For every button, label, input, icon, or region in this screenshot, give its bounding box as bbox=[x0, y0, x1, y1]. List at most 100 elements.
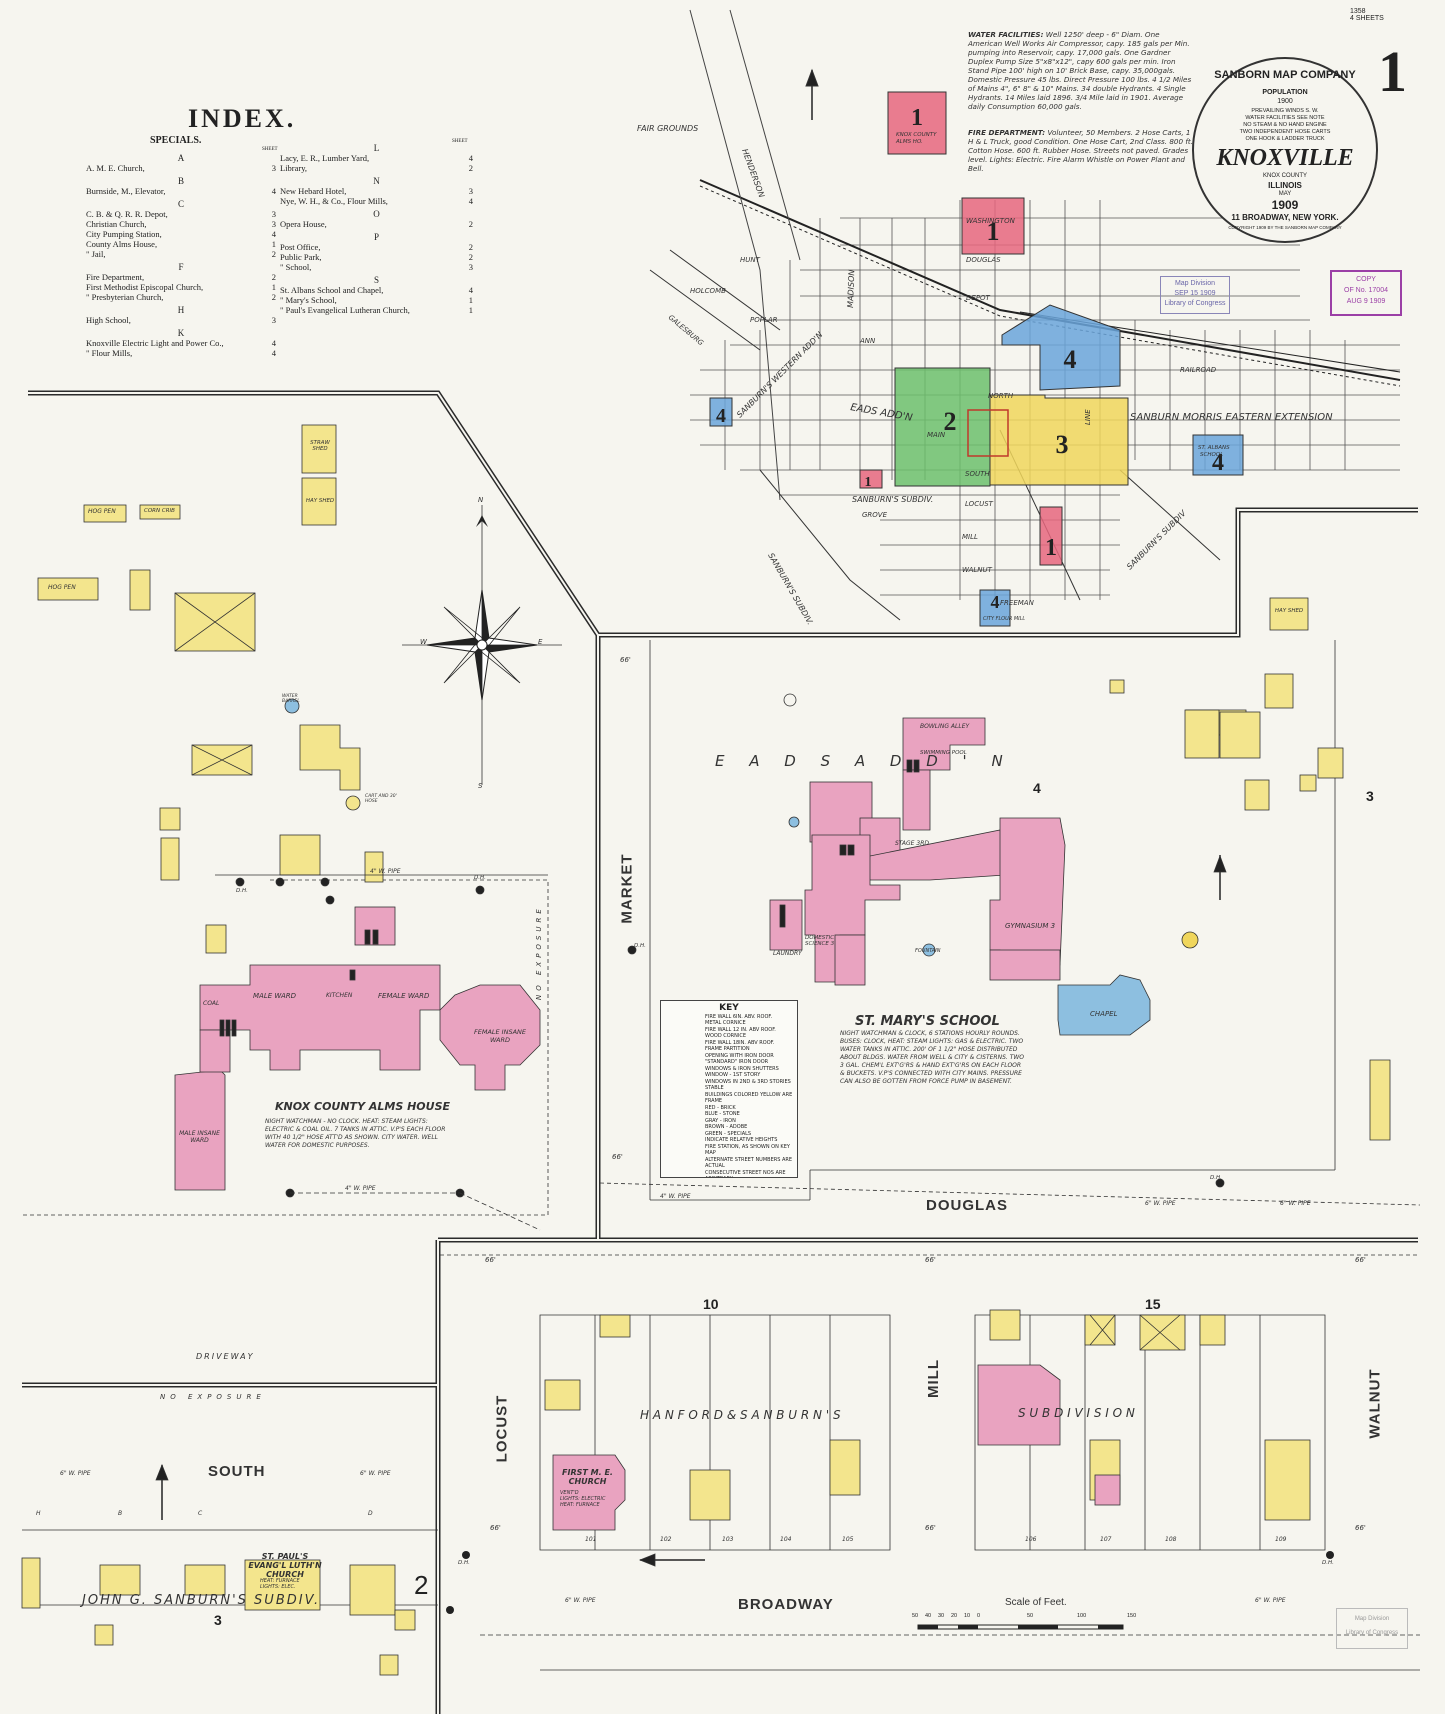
index-entry: St. Albans School and Chapel, 4 bbox=[280, 285, 473, 295]
index-entry-sheet: 4 bbox=[468, 285, 473, 295]
street-locust: LOCUST bbox=[493, 1394, 511, 1463]
index-entry-name: St. Albans School and Chapel, bbox=[280, 285, 384, 295]
lot-number: 104 bbox=[780, 1536, 792, 1543]
index-entry-sheet: 4 bbox=[468, 153, 473, 163]
lot-letter: B bbox=[118, 1510, 123, 1517]
seal-note-line: NO STEAM & NO HAND ENGINE bbox=[1243, 122, 1327, 128]
street-market: MARKET bbox=[618, 853, 636, 924]
scale-tick-label: 40 bbox=[925, 1613, 932, 1619]
first-me-church-notes: VENT'D LIGHTS: ELECTRIC HEAT: FURNACE bbox=[560, 1490, 606, 1508]
sheet-number: 1 bbox=[1378, 39, 1407, 104]
svg-text:WASHINGTON: WASHINGTON bbox=[966, 217, 1016, 225]
index-entry-name: " Flour Mills, bbox=[86, 348, 133, 358]
index-entry-sheet: 2 bbox=[468, 163, 473, 173]
svg-text:LOCUST: LOCUST bbox=[965, 500, 994, 508]
bottom-blocks bbox=[21, 1254, 1420, 1676]
scale-tick-label: 50 bbox=[1027, 1613, 1034, 1619]
index-entry-name: " Paul's Evangelical Lutheran Church, bbox=[280, 305, 410, 315]
sanborn-title-seal: SANBORN MAP COMPANY POPULATION 1900 PREV… bbox=[1192, 57, 1378, 243]
copyright-office-stamp: COPY OF No. 17004 AUG 9 1909 bbox=[1330, 270, 1402, 316]
index-entry: First Methodist Episcopal Church,1 bbox=[86, 282, 276, 292]
index-entry: C. B. & Q. R. R. Depot,3 bbox=[86, 209, 276, 219]
svg-text:SCHOOL: SCHOOL bbox=[1200, 452, 1223, 458]
scale-tick-label: 0 bbox=[977, 1613, 981, 1619]
elev-label-5: 66' bbox=[1355, 1256, 1366, 1264]
key-line: FIRE WALL 6IN. ABV. ROOF. bbox=[705, 1013, 773, 1020]
index-entry-sheet: 4 bbox=[271, 338, 276, 348]
key-line: CONSECUTIVE STREET NOS ARE ARBITRARY bbox=[705, 1169, 786, 1178]
index-entry-sheet: 2 bbox=[468, 252, 473, 262]
svg-text:GROVE: GROVE bbox=[862, 511, 888, 519]
key-line: INDICATE RELATIVE HEIGHTS bbox=[705, 1137, 778, 1143]
lot-number: 109 bbox=[1275, 1536, 1287, 1543]
sanburn-subdiv-label: JOHN G. SANBURN'S SUBDIV. bbox=[82, 1593, 321, 1608]
lot-letter: H bbox=[36, 1510, 41, 1517]
lot-letter: C bbox=[198, 1510, 203, 1517]
svg-text:KNOX COUNTY: KNOX COUNTY bbox=[896, 132, 937, 138]
index-entry-name: A. M. E. Church, bbox=[86, 163, 145, 173]
key-line: RED - BRICK bbox=[705, 1104, 736, 1111]
index-entry: City Pumping Station,4 bbox=[86, 229, 276, 239]
pipe-label-3: 4" W. PIPE bbox=[660, 1193, 691, 1200]
no-exposure-label-vertical: NO EXPOSURE bbox=[535, 905, 543, 1000]
bottom-library-stamp: Map Division Library of Congress bbox=[1336, 1608, 1408, 1649]
seal-population-label: POPULATION bbox=[1262, 89, 1308, 96]
index-entry-sheet: 2 bbox=[468, 242, 473, 252]
svg-text:ANN: ANN bbox=[859, 337, 876, 345]
svg-text:ALMS HO.: ALMS HO. bbox=[895, 139, 923, 145]
driveway-label: DRIVEWAY bbox=[196, 1352, 255, 1361]
index-entry: A. M. E. Church,3 bbox=[86, 163, 276, 173]
svg-text:MILL: MILL bbox=[962, 533, 978, 541]
index-entry-name: County Alms House, bbox=[86, 239, 158, 249]
seal-notes: PREVAILING WINDS S. W.WATER FACILITIES S… bbox=[1219, 108, 1351, 143]
index-entry: High School,3 bbox=[86, 315, 276, 325]
index-letter: K bbox=[177, 328, 185, 338]
compass-rose bbox=[402, 505, 562, 785]
svg-text:FREEMAN: FREEMAN bbox=[1000, 599, 1035, 607]
index-letter: P bbox=[373, 232, 379, 242]
svg-text:DEPOT: DEPOT bbox=[966, 294, 991, 302]
fire-department-note: FIRE DEPARTMENT: Volunteer, 50 Members. … bbox=[968, 128, 1193, 173]
index-entry-name: C. B. & Q. R. R. Depot, bbox=[86, 209, 168, 219]
street-mill: MILL bbox=[925, 1359, 942, 1398]
index-entry-name: Fire Department, bbox=[86, 272, 145, 282]
svg-text:HUNT: HUNT bbox=[740, 256, 761, 264]
water-facilities-note: WATER FACILITIES: Well 1250' deep - 6" D… bbox=[968, 30, 1193, 111]
scale-tick-label: 150 bbox=[1127, 1613, 1137, 1619]
index-entry-sheet: 4 bbox=[468, 196, 473, 206]
index-entry: New Hebard Hotel,3 bbox=[280, 186, 473, 196]
key-line: BROWN - ADOBE bbox=[705, 1124, 748, 1130]
index-entry-sheet: 4 bbox=[271, 229, 276, 239]
key-title: KEY bbox=[719, 1003, 739, 1013]
svg-text:WALNUT: WALNUT bbox=[962, 566, 993, 574]
svg-text:ST. ALBANS: ST. ALBANS bbox=[1198, 445, 1230, 451]
kitchen-label: KITCHEN bbox=[326, 992, 353, 999]
index-letter: F bbox=[178, 262, 184, 272]
elev-label-6: 66' bbox=[490, 1524, 501, 1532]
map-division-stamp: Map Division SEP 15 1909 Library of Cong… bbox=[1160, 276, 1230, 314]
key-line: WINDOW - 1ST STORY bbox=[705, 1072, 761, 1078]
seal-note-line: TWO INDEPENDENT HOSE CARTS bbox=[1239, 129, 1331, 135]
lot-number: 102 bbox=[660, 1536, 672, 1543]
key-line: FIRE WALL 18IN. ABV ROOF. bbox=[705, 1039, 775, 1046]
bowling-alley-label: BOWLING ALLEY bbox=[920, 723, 970, 730]
key-line: GREEN - SPECIALS bbox=[705, 1130, 752, 1137]
block-number-3: 3 bbox=[1366, 788, 1374, 804]
st-pauls-label: ST. PAUL'S EVANG'L LUTH'N CHURCH bbox=[248, 1552, 322, 1579]
lot-number: 105 bbox=[842, 1536, 854, 1543]
alms-house-area bbox=[22, 424, 549, 1231]
index-letter: S bbox=[373, 275, 379, 285]
index-entry-sheet: 3 bbox=[271, 219, 276, 229]
index-entry-sheet: 1 bbox=[271, 282, 276, 292]
index-entry: Public Park,2 bbox=[280, 252, 473, 262]
elev-label-4: 66' bbox=[925, 1256, 936, 1264]
index-entry: Christian Church,3 bbox=[86, 219, 276, 229]
cart-label: CART AND 30' HOSE bbox=[365, 794, 397, 804]
alms-house-label: KNOX COUNTY ALMS HOUSE bbox=[275, 1100, 451, 1113]
scale-tick-label: 20 bbox=[951, 1613, 958, 1619]
scale-bar bbox=[917, 1624, 1124, 1630]
seal-month: MAY bbox=[1278, 191, 1292, 197]
index-entry: Opera House,2 bbox=[280, 219, 473, 229]
hanford-label: H A N F O R D & S A N B U R N ' S bbox=[640, 1408, 841, 1422]
st-pauls-notes: HEAT: FURNACE LIGHTS: ELEC. bbox=[260, 1578, 300, 1590]
